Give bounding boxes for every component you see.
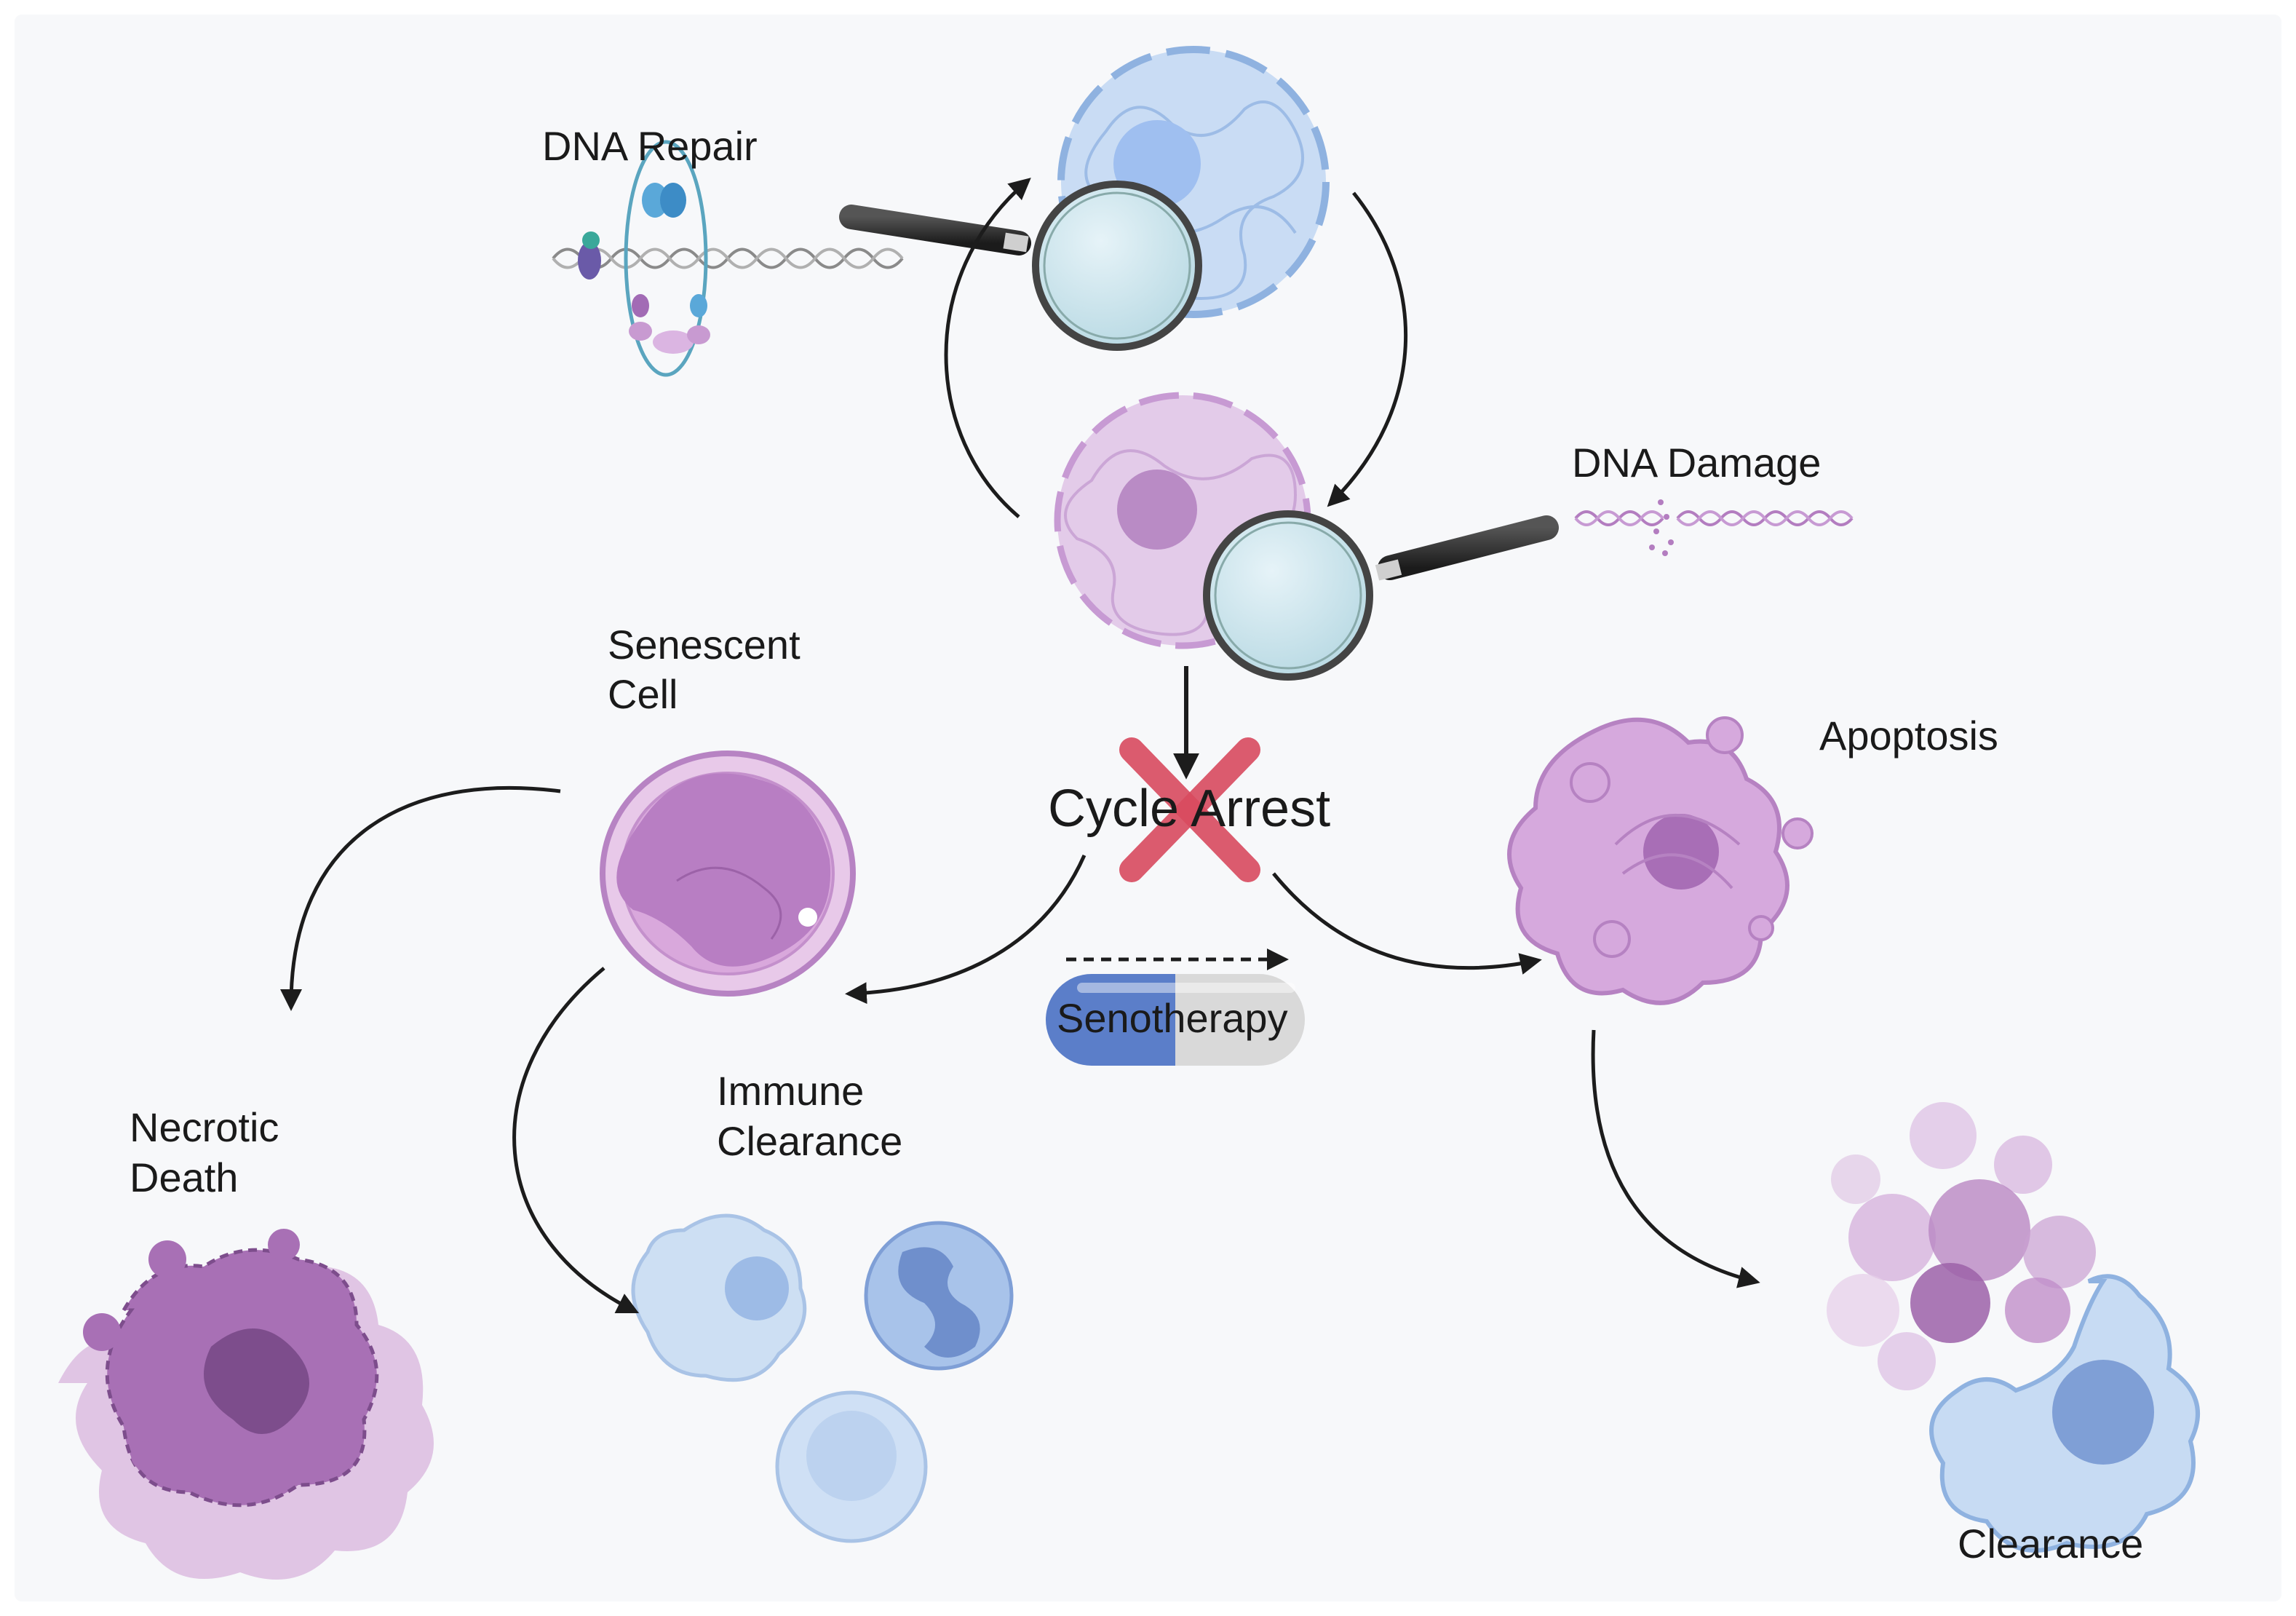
dna-repair-icon <box>552 140 904 377</box>
senotherapy-pill <box>1046 974 1305 1066</box>
dna-damage-icon <box>1574 499 1854 556</box>
arrow-repair-to-healthy <box>944 178 1031 518</box>
label-clearance: Clearance <box>1958 1521 2143 1567</box>
magnifier-top-icon <box>839 181 1202 351</box>
magnifier-bottom-icon <box>1203 510 1559 681</box>
arrow-senescent-to-immune <box>512 967 640 1314</box>
arrow-apoptosis-to-clearance <box>1591 1029 1760 1288</box>
label-senescent-1: Senescent <box>608 622 801 668</box>
label-necrotic-1: Necrotic <box>130 1104 279 1150</box>
label-immune-1: Immune <box>717 1068 864 1114</box>
label-cycle-arrest: Cycle Arrest <box>1048 780 1330 838</box>
red-x-icon <box>1119 737 1260 882</box>
senescent-cell <box>600 750 856 997</box>
arrow-arrest-to-senescent <box>845 854 1087 1005</box>
apoptotic-cell <box>1507 716 1814 1005</box>
label-dna-damage: DNA Damage <box>1572 440 1821 486</box>
label-necrotic-2: Death <box>130 1154 238 1200</box>
arrow-healthy-to-damage <box>1327 191 1408 507</box>
macrophage-cell <box>1929 1274 2200 1553</box>
immune-cells <box>631 1213 1014 1543</box>
background-panel <box>15 15 2281 1601</box>
arrow-senescent-to-necrotic <box>280 785 561 1011</box>
label-apoptosis: Apoptosis <box>1819 713 1998 759</box>
label-dna-repair: DNA Repair <box>542 123 758 169</box>
label-senescent-2: Cell <box>608 671 678 717</box>
clearance-cluster <box>1827 1102 2096 1390</box>
label-immune-2: Clearance <box>717 1118 902 1164</box>
label-senotherapy: Senotherapy <box>1057 995 1288 1041</box>
necrotic-cell <box>58 1229 434 1580</box>
arrow-arrest-to-apoptosis <box>1272 872 1542 975</box>
